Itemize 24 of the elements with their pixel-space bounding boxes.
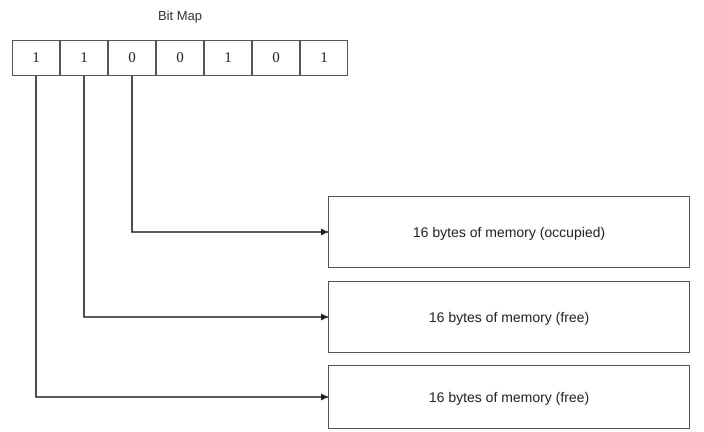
bit-cell <box>252 40 300 76</box>
bit-value: 0 <box>176 50 184 66</box>
arrow <box>131 76 328 236</box>
block-label: 16 bytes of memory (occupied) <box>412 224 606 240</box>
bit-value: 0 <box>128 50 136 66</box>
memory-block <box>328 365 690 429</box>
bit-cell <box>300 40 348 76</box>
bit-cell <box>60 40 108 76</box>
bit-cell <box>12 40 60 76</box>
bit-value: 1 <box>320 50 328 66</box>
bit-value: 1 <box>80 50 88 66</box>
diagram-title: Bit Map <box>156 8 204 23</box>
bit-cell <box>204 40 252 76</box>
bit-value: 0 <box>272 50 280 66</box>
bit-value: 1 <box>32 50 40 66</box>
memory-block <box>328 196 690 268</box>
memory-block <box>328 281 690 353</box>
bit-cell <box>108 40 156 76</box>
arrow <box>83 76 328 320</box>
arrow <box>35 76 328 400</box>
bit-value: 1 <box>224 50 232 66</box>
block-label: 16 bytes of memory (free) <box>428 309 590 325</box>
block-label: 16 bytes of memory (free) <box>428 389 590 405</box>
bit-cell <box>156 40 204 76</box>
